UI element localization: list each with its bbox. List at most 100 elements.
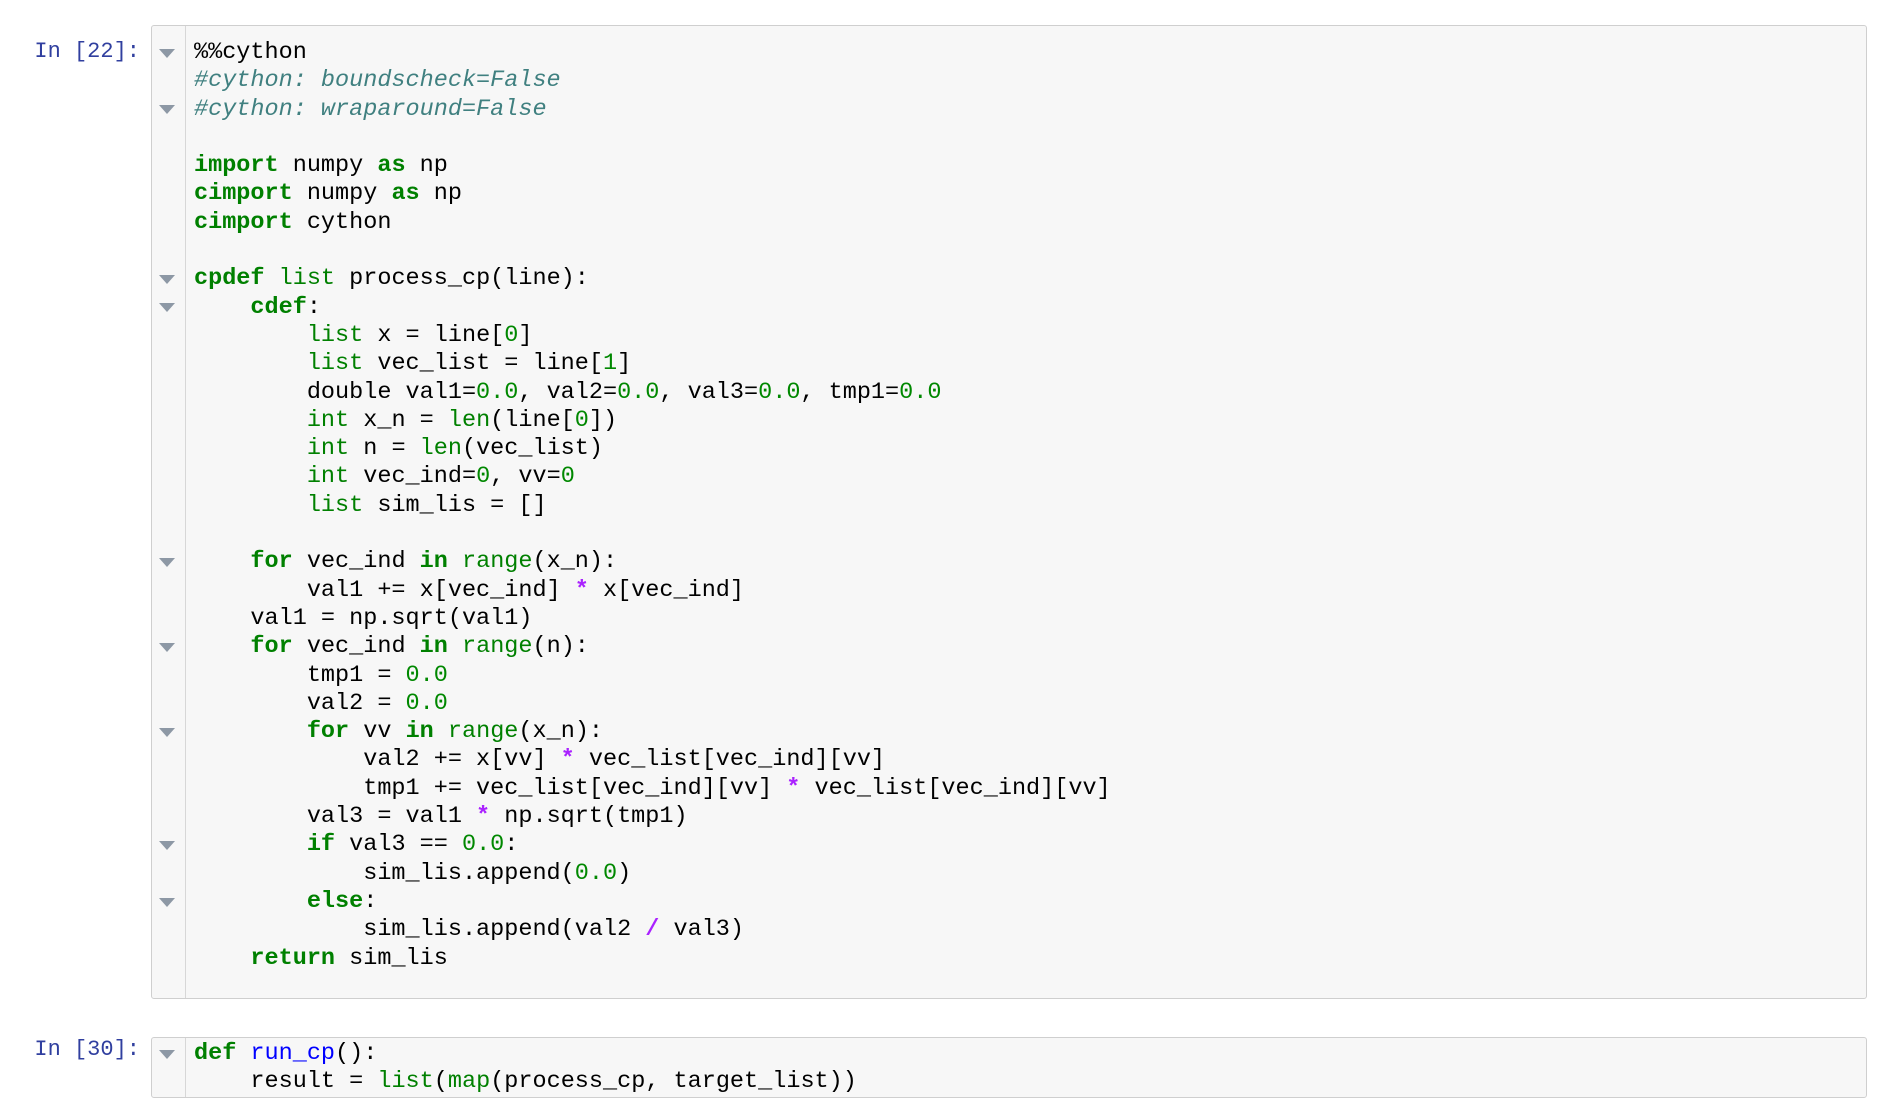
code-token: x = line[ <box>363 321 505 349</box>
code-token: ] <box>617 350 632 378</box>
fold-arrow-icon[interactable] <box>159 303 175 313</box>
code-token: * <box>574 576 589 604</box>
code-editor[interactable]: def run_cp(): result = list(map(process_… <box>186 1038 1866 1097</box>
code-token: 1 <box>603 350 618 378</box>
code-token: (n): <box>532 633 589 661</box>
code-token: val1 = np.sqrt(val1) <box>194 604 533 632</box>
code-token: cython <box>292 208 392 236</box>
code-token: ) <box>617 859 632 887</box>
code-token: result = <box>194 1068 378 1096</box>
code-token: len <box>419 435 462 463</box>
code-token <box>194 463 307 490</box>
code-token: vec_list = line[ <box>363 350 603 378</box>
code-token: val2 += x[vv] <box>194 746 561 774</box>
code-token: x_n = <box>349 406 448 434</box>
code-token: int <box>306 406 350 434</box>
code-token: 0.0 <box>758 378 801 406</box>
code-token: / <box>645 916 660 944</box>
code-token <box>194 548 250 575</box>
code-editor[interactable]: %%cython#cython: boundscheck=False#cytho… <box>186 26 1866 973</box>
code-token: cdef <box>250 293 307 321</box>
code-token: vv <box>349 718 406 746</box>
code-line: int vec_ind=0, vv=0 <box>194 463 1862 491</box>
code-token: import <box>194 152 279 180</box>
code-token <box>194 322 307 349</box>
code-line <box>194 124 1862 152</box>
code-line: int n = len(vec_list) <box>194 435 1862 463</box>
code-token: #cython: wraparound=False <box>194 95 547 123</box>
code-token <box>194 492 307 519</box>
code-token: list <box>306 350 364 378</box>
code-token: (line[ <box>490 406 575 434</box>
code-token: 0 <box>476 463 491 491</box>
code-token <box>434 718 448 745</box>
code-token: val3 == <box>335 831 462 859</box>
fold-arrow-icon[interactable] <box>159 105 175 115</box>
fold-arrow-icon[interactable] <box>159 275 175 285</box>
code-token: , vv= <box>490 463 561 491</box>
code-token: val3) <box>659 916 745 944</box>
code-token <box>194 435 307 462</box>
code-token: #cython: boundscheck=False <box>194 67 561 95</box>
code-line: #cython: wraparound=False <box>194 96 1862 124</box>
code-token <box>194 945 250 972</box>
code-token <box>448 633 462 660</box>
fold-arrow-icon[interactable] <box>159 841 175 851</box>
code-line: if val3 == 0.0: <box>194 831 1862 859</box>
code-token <box>194 350 307 377</box>
code-line <box>194 237 1862 265</box>
code-token: vec_ind <box>292 633 420 661</box>
code-token <box>448 548 462 575</box>
code-token: int <box>306 463 350 491</box>
code-line: def run_cp(): <box>194 1040 1862 1068</box>
code-token <box>194 407 307 434</box>
code-line: for vec_ind in range(x_n): <box>194 548 1862 576</box>
code-token: 0.0 <box>617 378 660 406</box>
code-token: else <box>306 887 364 915</box>
fold-arrow-icon[interactable] <box>159 642 175 652</box>
code-token: as <box>377 152 406 180</box>
code-token: 0.0 <box>899 378 942 406</box>
code-token: ]) <box>588 406 618 434</box>
fold-arrow-icon[interactable] <box>159 727 175 737</box>
input-prompt: In [30]: <box>34 1037 140 1062</box>
fold-gutter <box>152 1038 186 1097</box>
code-token: vec_ind <box>292 548 420 576</box>
code-token: (vec_list) <box>461 435 603 463</box>
code-token: : <box>504 831 519 859</box>
code-token: , tmp1= <box>800 378 900 406</box>
code-token: (x_n): <box>518 718 604 746</box>
code-token: if <box>306 831 336 859</box>
code-line: list vec_list = line[1] <box>194 350 1862 378</box>
code-token: : <box>306 293 321 321</box>
code-token <box>194 294 250 321</box>
fold-arrow-icon[interactable] <box>159 48 175 58</box>
code-token: val2 = <box>194 689 406 717</box>
code-token: list <box>278 265 336 293</box>
code-token: vec_list[vec_ind][vv] <box>574 746 886 774</box>
code-token: double val1= <box>194 378 477 406</box>
code-token: for <box>306 718 350 746</box>
code-token: vec_list[vec_ind][vv] <box>800 774 1111 802</box>
code-token: 0.0 <box>461 831 505 859</box>
code-line: tmp1 = 0.0 <box>194 662 1862 690</box>
code-line: #cython: boundscheck=False <box>194 67 1862 95</box>
fold-arrow-icon[interactable] <box>159 897 175 907</box>
code-token: , val2= <box>518 378 618 406</box>
fold-arrow-icon[interactable] <box>159 558 175 568</box>
code-token: map <box>447 1068 491 1096</box>
code-line <box>194 520 1862 548</box>
code-cell: %%cython#cython: boundscheck=False#cytho… <box>151 25 1867 999</box>
code-token: (process_cp, target_list)) <box>490 1068 857 1096</box>
code-token: x[vec_ind] <box>588 576 745 604</box>
code-token: n = <box>349 435 420 463</box>
code-token: in <box>405 718 434 746</box>
code-token: sim_lis = [] <box>363 491 547 519</box>
code-token: np <box>405 152 448 180</box>
code-line: sim_lis.append(0.0) <box>194 860 1862 888</box>
code-token: ] <box>518 321 533 349</box>
fold-arrow-icon[interactable] <box>159 1049 175 1059</box>
code-token: cpdef <box>194 265 265 293</box>
code-line: tmp1 += vec_list[vec_ind][vv] * vec_list… <box>194 775 1862 803</box>
